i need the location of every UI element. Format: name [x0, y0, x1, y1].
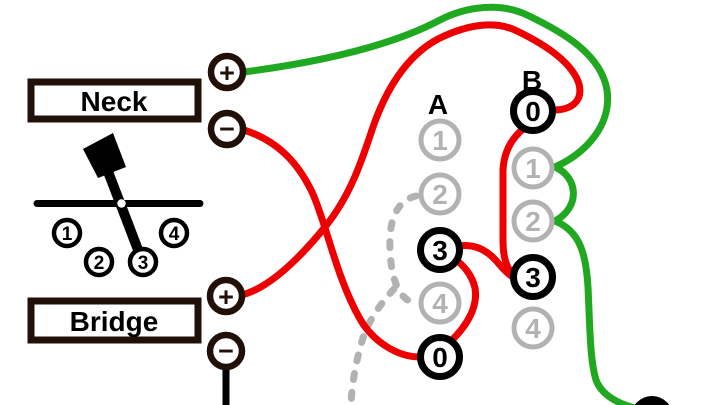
- switch-position-4-ring: [158, 217, 190, 249]
- switch-lever-shaft: [102, 164, 145, 260]
- terminal-b1-ring: [511, 146, 555, 190]
- terminal-b2-number: 2: [525, 206, 541, 237]
- terminal-a4: 4: [418, 281, 462, 325]
- switch-position-3: 3: [127, 246, 159, 278]
- switch-position-1-ring: [51, 217, 83, 249]
- dashed-wire-branch-to-bottom: [347, 285, 398, 405]
- neck-pickup-label: Neck: [81, 86, 148, 117]
- bridge-plus-terminal-ring: [206, 276, 246, 316]
- switch-position-4: 4: [158, 217, 190, 249]
- red-wire-a0-to-a3: [446, 255, 480, 346]
- bridge-minus-terminal-ring: [206, 331, 246, 371]
- terminal-b3-ring: [510, 254, 556, 300]
- terminal-b2: 2: [511, 199, 555, 243]
- bridge-minus-terminal-sign: −: [218, 336, 234, 366]
- red-wire-b0-to-b3: [499, 125, 527, 277]
- terminal-b4-ring: [511, 306, 555, 350]
- terminal-a1-number: 1: [432, 125, 448, 156]
- neck-minus-terminal: −: [207, 109, 247, 149]
- switch-pivot-dot: [117, 199, 126, 208]
- dashed-wire-a2-to-a4: [386, 192, 421, 307]
- terminal-a2-ring: [418, 172, 462, 216]
- bridge-plus-terminal-sign: +: [218, 282, 234, 312]
- terminal-b3-number: 3: [525, 262, 541, 293]
- terminal-a0-number: 0: [432, 342, 448, 373]
- terminal-b0-number: 0: [525, 96, 541, 127]
- column-b-label: B: [522, 65, 542, 96]
- terminal-a0-ring: [417, 334, 463, 380]
- switch-position-1-number: 1: [62, 224, 73, 245]
- neck-minus-terminal-ring: [207, 109, 247, 149]
- switch-lever-knob: [83, 133, 126, 178]
- neck-plus-terminal: +: [207, 52, 247, 92]
- switch-position-3-number: 3: [138, 253, 149, 274]
- terminal-a1-ring: [418, 118, 462, 162]
- selector-switch: 1 2 3 4: [33, 133, 204, 278]
- bridge-pickup-label: Bridge: [70, 306, 159, 337]
- terminal-a3: 3: [417, 227, 463, 273]
- column-a: A 1 2 3 4 0: [417, 89, 463, 380]
- switch-position-3-ring: [127, 246, 159, 278]
- terminal-a3-ring: [417, 227, 463, 273]
- terminal-a2: 2: [418, 172, 462, 216]
- switch-position-2-number: 2: [94, 253, 105, 274]
- switch-position-1: 1: [51, 217, 83, 249]
- column-b: B 0 1 2 3 4: [510, 65, 556, 350]
- neck-plus-terminal-sign: +: [219, 58, 235, 88]
- terminal-b3: 3: [510, 254, 556, 300]
- terminal-a4-ring: [418, 281, 462, 325]
- output-solder-dot: [634, 396, 670, 405]
- terminal-a0: 0: [417, 334, 463, 380]
- switch-position-2: 2: [83, 246, 115, 278]
- neck-pickup: Neck: [27, 78, 202, 123]
- terminal-a2-number: 2: [432, 179, 448, 210]
- terminal-a4-number: 4: [432, 288, 448, 319]
- terminal-b2-ring: [511, 199, 555, 243]
- green-wire-neck-plus-to-b1-b2: [240, 3, 638, 405]
- terminal-b0: 0: [510, 88, 556, 134]
- terminal-b4: 4: [511, 306, 555, 350]
- neck-pickup-box: [27, 78, 202, 123]
- bridge-plus-terminal: +: [206, 276, 246, 316]
- neck-minus-terminal-sign: −: [219, 114, 235, 144]
- wires: [222, 3, 638, 405]
- bridge-minus-terminal: −: [206, 331, 246, 371]
- terminal-b1-number: 1: [525, 153, 541, 184]
- terminal-b4-number: 4: [525, 313, 541, 344]
- column-a-label: A: [428, 89, 448, 120]
- bridge-pickup: Bridge: [27, 297, 202, 344]
- bridge-pickup-box: [27, 297, 202, 344]
- terminal-b0-ring: [510, 88, 556, 134]
- switch-position-4-number: 4: [169, 224, 180, 245]
- terminal-a1: 1: [418, 118, 462, 162]
- red-wire-neck-minus-to-a0: [240, 126, 424, 361]
- neck-plus-terminal-ring: [207, 52, 247, 92]
- switch-position-2-ring: [83, 246, 115, 278]
- terminal-b1: 1: [511, 146, 555, 190]
- terminal-a3-number: 3: [432, 235, 448, 266]
